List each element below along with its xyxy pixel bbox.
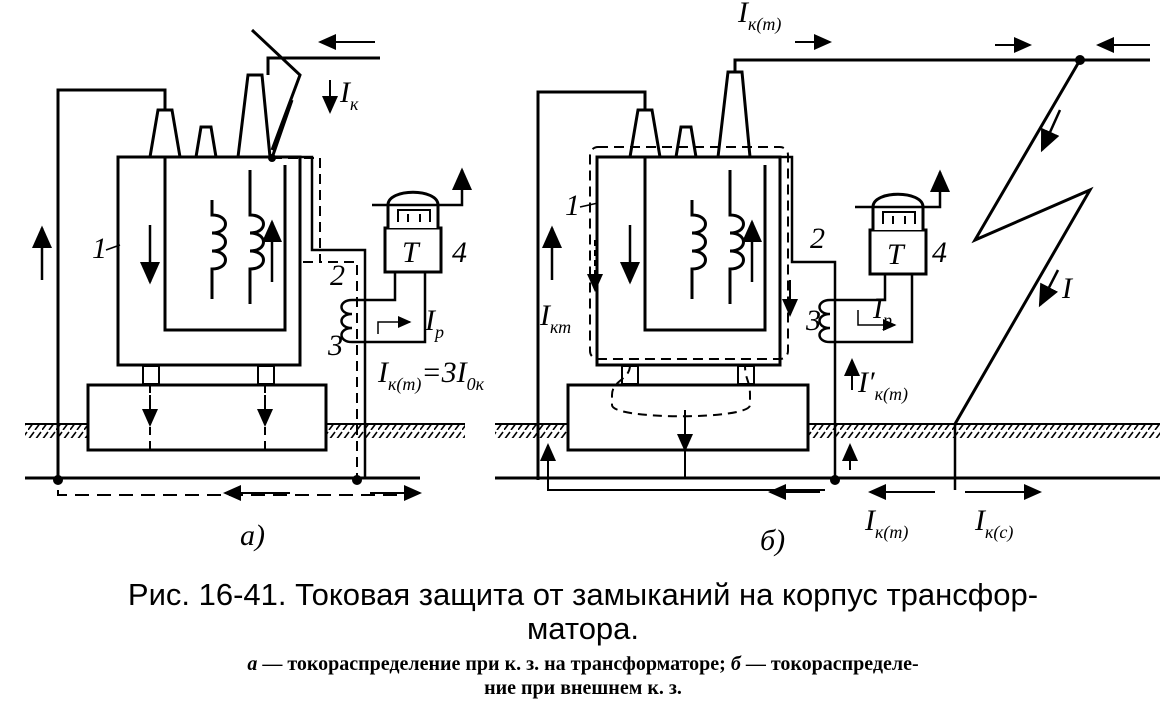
relay-letter-a: T bbox=[402, 236, 421, 269]
bushing-a-3 bbox=[236, 73, 272, 159]
caption-a-letter: а bbox=[247, 653, 258, 675]
panel-label-a: а) bbox=[240, 519, 265, 552]
label-4-a: 4 bbox=[452, 236, 467, 269]
relay-current-arrow-b bbox=[857, 310, 897, 331]
panel-a: 1 2 3 4 T Iк Iр Iк(т)=3I0к а) bbox=[25, 28, 485, 552]
line-conductor-a bbox=[266, 56, 380, 75]
label-1-a: 1 bbox=[92, 232, 107, 265]
panel-label-b: б) bbox=[760, 524, 785, 557]
label-ikt-line-b: Iк(т) bbox=[737, 0, 781, 35]
relay-wire-b bbox=[830, 275, 887, 302]
caption-b-letter: б bbox=[730, 653, 741, 675]
wheel-a-left bbox=[142, 365, 160, 385]
ground-node-a-left bbox=[53, 475, 63, 485]
figure-title-cont: матора. bbox=[526, 611, 640, 646]
label-3-b: 3 bbox=[805, 304, 821, 337]
fault-lightning-a bbox=[250, 28, 302, 159]
dashed-path-a-3 bbox=[57, 490, 410, 496]
dashed-tank-b bbox=[589, 146, 789, 360]
ct-a bbox=[340, 298, 353, 344]
ground-path-b bbox=[547, 450, 825, 491]
label-ik-a: Iк bbox=[339, 76, 359, 114]
arrow-fault-b-1 bbox=[1040, 109, 1062, 153]
label-ip-b: Iр bbox=[872, 292, 892, 330]
label-ikt-ground-b: Iк(т) bbox=[864, 504, 908, 543]
winding-a-1 bbox=[210, 200, 227, 299]
label-ikt-tank-b: Iкт bbox=[539, 299, 571, 337]
ground-conductor-b bbox=[780, 155, 837, 478]
relay-letter-b: T bbox=[887, 238, 906, 271]
ground-node-a-right bbox=[352, 475, 362, 485]
label-2-b: 2 bbox=[810, 222, 825, 255]
wheel-a-right bbox=[257, 365, 275, 385]
diagram: 1 2 3 4 T Iк Iр Iк(т)=3I0к а) bbox=[25, 0, 1160, 557]
label-fault-b: I bbox=[1061, 272, 1074, 305]
relay-wire-b-2 bbox=[830, 275, 914, 344]
label-3-a: 3 bbox=[327, 329, 343, 362]
label-1-b: 1 bbox=[565, 189, 580, 222]
label-eq-a: Iк(т)=3I0к bbox=[377, 356, 485, 395]
dashed-path-b-1 bbox=[611, 364, 751, 418]
figure-caption-explanation: а — токораспределение при к. з. на транс… bbox=[0, 652, 1166, 700]
relay-contact-b bbox=[882, 211, 916, 224]
foundation-b bbox=[566, 383, 810, 452]
label-2-a: 2 bbox=[330, 259, 345, 292]
bushing-a-1 bbox=[148, 108, 182, 159]
core-b bbox=[643, 157, 767, 332]
dashed-path-a-2 bbox=[150, 261, 320, 366]
foundation-a bbox=[86, 383, 328, 452]
leader-1-b bbox=[579, 202, 599, 208]
figure-caption-title: Рис. 16-41. Токовая защита от замыканий … bbox=[0, 578, 1166, 646]
bushing-b-2 bbox=[674, 125, 698, 159]
caption-b-text: — токораспределе- bbox=[740, 653, 919, 675]
core-a bbox=[163, 157, 287, 332]
arrow-fault-b-2 bbox=[1038, 269, 1060, 308]
winding-b-1 bbox=[690, 200, 707, 299]
label-iprime-b: I′к(т) bbox=[857, 366, 908, 405]
figure-number: Рис. 16-41. bbox=[127, 577, 287, 612]
ground-node-b-right bbox=[830, 475, 840, 485]
bushing-b-3 bbox=[716, 70, 752, 159]
line-conductor-b bbox=[733, 58, 1150, 72]
fault-lightning-b bbox=[953, 59, 1094, 425]
panel-b: 1 2 3 4 T Iк(т) Iкт Iр I′к(т) Iк(т) Iк(с… bbox=[495, 0, 1160, 557]
bushing-b-1 bbox=[628, 108, 662, 159]
leader-1-a bbox=[105, 244, 121, 251]
bushing-a-2 bbox=[194, 125, 218, 159]
relay-a bbox=[383, 226, 443, 274]
relay-wire-a bbox=[352, 272, 397, 302]
relay-wire-a-2 bbox=[352, 272, 427, 344]
caption-a-text: — токораспределение при к. з. на трансфо… bbox=[257, 653, 731, 675]
label-ip-a: Iр bbox=[424, 304, 444, 342]
left-conductor-a bbox=[56, 88, 167, 480]
ct-b bbox=[818, 298, 831, 344]
figure-title: Токовая защита от замыканий на корпус тр… bbox=[295, 577, 1039, 612]
label-ikc-ground-b: Iк(с) bbox=[974, 504, 1013, 543]
relay-out-a bbox=[372, 167, 472, 207]
label-4-b: 4 bbox=[932, 236, 947, 269]
relay-out-b bbox=[855, 169, 950, 209]
caption-b-text-cont: ние при внешнем к. з. bbox=[484, 677, 682, 699]
relay-current-arrow-a bbox=[377, 316, 412, 334]
relay-contact-a bbox=[397, 209, 431, 222]
left-conductor-b bbox=[536, 90, 647, 480]
